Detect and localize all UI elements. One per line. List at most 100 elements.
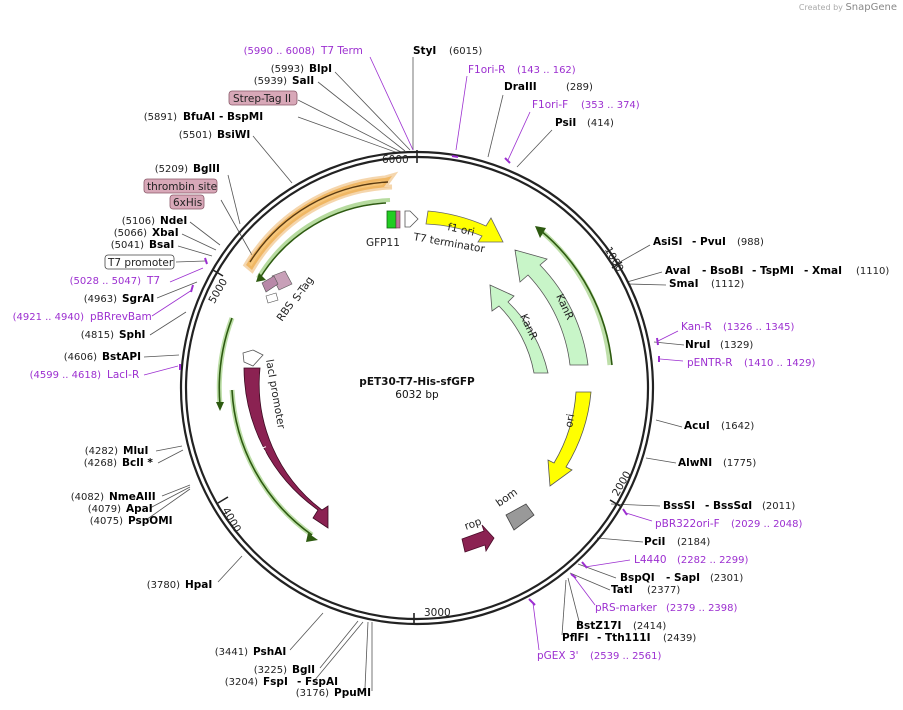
site-pshai: PshAI bbox=[253, 646, 286, 658]
site-bglii: BglII bbox=[193, 163, 220, 175]
primer-pentr-r-pos: (1410 .. 1429) bbox=[744, 358, 816, 369]
site-blpi-pos: (5993) bbox=[271, 64, 304, 75]
laci-label: lacI bbox=[255, 445, 273, 466]
left-primers: (5990 .. 6008) T7 Term (5028 .. 5047) T7… bbox=[13, 45, 363, 381]
site-styi-pos: (6015) bbox=[449, 46, 482, 57]
bom-feature bbox=[505, 503, 535, 531]
ori-label: ori bbox=[563, 413, 577, 429]
site-bfuai: BfuAI bbox=[183, 111, 215, 123]
site-sphi-pos: (4815) bbox=[81, 330, 114, 341]
site-bsai-pos: (5041) bbox=[111, 240, 144, 251]
left-sites: (5993) BlpI (5939) SalI (5891) BfuAI - B… bbox=[64, 63, 371, 699]
site-tati-pos: (2377) bbox=[647, 585, 680, 596]
kanr-outer-arc bbox=[539, 229, 613, 366]
site-bspqi: BspQI bbox=[620, 572, 655, 584]
site-asisi-pos: (988) bbox=[737, 237, 764, 248]
site-bsssi: BssSI bbox=[663, 500, 695, 512]
site-pshai-pos: (3441) bbox=[215, 647, 248, 658]
site-styi: StyI bbox=[413, 45, 436, 57]
gfp11-label: GFP11 bbox=[366, 237, 400, 249]
t7-promoter-label: T7 promoter bbox=[107, 257, 174, 269]
primer-prs-marker-pos: (2379 .. 2398) bbox=[666, 603, 738, 614]
site-hpai-pos: (3780) bbox=[147, 580, 180, 591]
tick-label-2000: 2000 bbox=[610, 469, 634, 498]
plasmid-size: 6032 bp bbox=[395, 389, 439, 401]
site-bfuai-bspmi: - BspMI bbox=[219, 111, 263, 123]
leader-lines bbox=[412, 57, 685, 651]
rop-label: rop bbox=[463, 516, 484, 533]
site-avai: AvaI bbox=[665, 265, 691, 277]
site-ndei: NdeI bbox=[160, 215, 187, 227]
site-apai-pos: (4079) bbox=[88, 504, 121, 515]
primer-laci-r-pos: (4599 .. 4618) bbox=[30, 370, 102, 381]
site-bstz17i-pos: (2414) bbox=[633, 621, 666, 632]
plasmid-name: pET30-T7-His-sfGFP bbox=[359, 376, 475, 388]
primer-f1ori-r: F1ori-R bbox=[468, 64, 505, 76]
site-bgli: BglI bbox=[292, 664, 315, 676]
brand-created-by: Created by bbox=[798, 3, 843, 12]
primer-prs-marker: pRS-marker bbox=[595, 602, 658, 614]
site-sali: SalI bbox=[292, 75, 314, 87]
f1-ori-label: f1 ori bbox=[446, 221, 475, 238]
site-tati: TatI bbox=[611, 584, 633, 596]
primer-pbrrevbam-pos: (4921 .. 4940) bbox=[13, 312, 85, 323]
boxed-features: Strep-Tag II thrombin site 6xHis T7 prom… bbox=[104, 90, 298, 270]
leader-lines-left bbox=[143, 56, 414, 691]
t7-terminator-arrow bbox=[404, 210, 419, 228]
site-smai-pos: (1112) bbox=[711, 279, 744, 290]
site-sali-pos: (5939) bbox=[254, 76, 287, 87]
site-pspomi-pos: (4075) bbox=[90, 516, 123, 527]
site-bsiwi-pos: (5501) bbox=[179, 130, 212, 141]
site-alwni: AlwNI bbox=[678, 457, 712, 469]
tick-label-1000: 1000 bbox=[602, 245, 626, 274]
site-mlui: MluI bbox=[123, 445, 148, 457]
primer-pbr322ori-f: pBR322ori-F bbox=[655, 518, 720, 530]
primer-f1ori-f-pos: (353 .. 374) bbox=[581, 100, 640, 111]
site-ppumi: PpuMI bbox=[334, 687, 371, 699]
primer-f1ori-r-pos: (143 .. 162) bbox=[517, 65, 576, 76]
site-ppumi-pos: (3176) bbox=[296, 688, 329, 699]
tick-label-3000: 3000 bbox=[424, 607, 451, 619]
left-green-arc bbox=[218, 317, 233, 406]
t7-promoter-box bbox=[104, 254, 175, 270]
gfp11-feature bbox=[386, 210, 397, 229]
site-sgrai-pos: (4963) bbox=[84, 294, 117, 305]
his-tag-label: 6xHis bbox=[173, 197, 202, 209]
site-nmeaiii-pos: (4082) bbox=[71, 492, 104, 503]
strep-tag-label: Strep-Tag II bbox=[233, 93, 291, 105]
site-avai-bsobi: - BsoBI bbox=[702, 265, 743, 277]
site-sphi: SphI bbox=[119, 329, 145, 341]
site-nmeaiii: NmeAIII bbox=[109, 491, 156, 503]
laci-promoter-label: lacI promoter bbox=[263, 358, 287, 430]
tick-marks bbox=[212, 150, 623, 625]
site-acui: AcuI bbox=[684, 420, 710, 432]
tick-label-4000: 4000 bbox=[219, 506, 243, 535]
tick-label-5000: 5000 bbox=[206, 277, 230, 306]
primer-marks bbox=[179, 155, 660, 606]
site-bstz17i: BstZ17I bbox=[576, 620, 621, 632]
site-nrui: NruI bbox=[685, 339, 710, 351]
site-bcli-pos: (4268) bbox=[84, 458, 117, 469]
site-bglii-pos: (5209) bbox=[155, 164, 188, 175]
primer-kan-r: Kan-R bbox=[681, 321, 712, 333]
primer-laci-r: LacI-R bbox=[107, 369, 139, 381]
site-fspi-pos: (3204) bbox=[225, 677, 258, 688]
cds-his-outline bbox=[249, 181, 389, 263]
his-tag-box bbox=[169, 194, 205, 210]
site-avai-pos: (1110) bbox=[856, 266, 889, 277]
site-smai: SmaI bbox=[669, 278, 699, 290]
rbs-stag-cluster bbox=[261, 270, 293, 304]
primer-pbrrevbam: pBRrevBam bbox=[90, 311, 152, 323]
site-pcii-pos: (2184) bbox=[677, 537, 710, 548]
site-pflfi-pos: (2439) bbox=[663, 633, 696, 644]
t7-terminator-label: T7 terminator bbox=[411, 231, 486, 256]
site-xbai: XbaI bbox=[152, 227, 179, 239]
stag-label: S-Tag bbox=[291, 275, 316, 304]
brand-credit: Created by SnapGene bbox=[799, 2, 897, 13]
primer-l4440: L4440 bbox=[634, 554, 667, 566]
primer-pgex3: pGEX 3' bbox=[537, 650, 579, 662]
rop-arrow bbox=[461, 524, 495, 553]
thrombin-box bbox=[143, 178, 218, 194]
site-bspqi-pos: (2301) bbox=[710, 573, 743, 584]
